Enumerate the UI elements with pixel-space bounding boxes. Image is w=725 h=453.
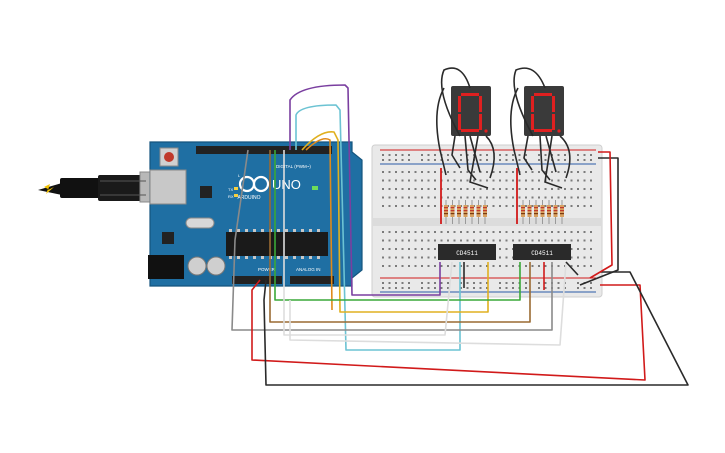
wire-brown: [269, 150, 531, 323]
decoder-chip-right[interactable]: CD4511: [513, 244, 571, 260]
wire-cyan: [295, 104, 461, 351]
power-jack: [148, 255, 184, 279]
resistor-array-right: [521, 200, 564, 224]
wire-rail-black: [579, 157, 619, 286]
display-wire-bundle-right: [510, 67, 571, 189]
wire-red-power: [251, 279, 646, 381]
arduino-logo-text: ARDUINO: [237, 195, 260, 201]
on-led: [312, 186, 318, 190]
tx-label: TX: [228, 187, 233, 192]
seven-segment-display-right[interactable]: [524, 86, 564, 136]
board-model-label: UNO: [272, 177, 301, 192]
decoder-chip-left-label: CD4511: [456, 250, 478, 257]
wire-purple: [289, 84, 441, 296]
arduino-logo: ARDUINO: [237, 175, 270, 201]
display-wire-bundle-left: [436, 67, 495, 189]
wire-rail-red: [589, 151, 613, 279]
digital-header-label: DIGITAL (PWM~): [276, 164, 311, 169]
analog-label: ANALOG IN: [296, 267, 321, 272]
wire-black-ground: [263, 271, 689, 386]
wire-white: [283, 150, 453, 336]
decoder-chip-left[interactable]: CD4511: [438, 244, 496, 260]
signal-wires: [231, 84, 689, 386]
wire-gray: [231, 149, 553, 331]
wire-white-2: [289, 261, 567, 346]
usb-plug-icon: [44, 184, 54, 194]
segments-right: [531, 93, 561, 133]
decoder-chip-right-label: CD4511: [531, 250, 553, 257]
usb-jack: [149, 169, 187, 205]
segments-left: [458, 93, 488, 133]
power-header[interactable]: [232, 276, 282, 284]
power-label: POWER: [258, 267, 276, 272]
led-l-label: L: [238, 173, 241, 178]
analog-header[interactable]: [290, 276, 334, 284]
resistor-array-left: [444, 200, 487, 224]
arduino-board[interactable]: ARDUINO UNO L TX RX DIGITAL (PWM~) POWER…: [148, 141, 363, 287]
wire-orange: [305, 137, 333, 311]
digital-header[interactable]: [196, 146, 332, 154]
wire-green: [274, 150, 521, 301]
seven-segment-display-left[interactable]: [451, 86, 491, 136]
breadboard: [371, 144, 603, 298]
atmega-chip: [226, 232, 328, 256]
rx-label: RX: [228, 194, 234, 199]
wire-yellow: [301, 131, 489, 313]
